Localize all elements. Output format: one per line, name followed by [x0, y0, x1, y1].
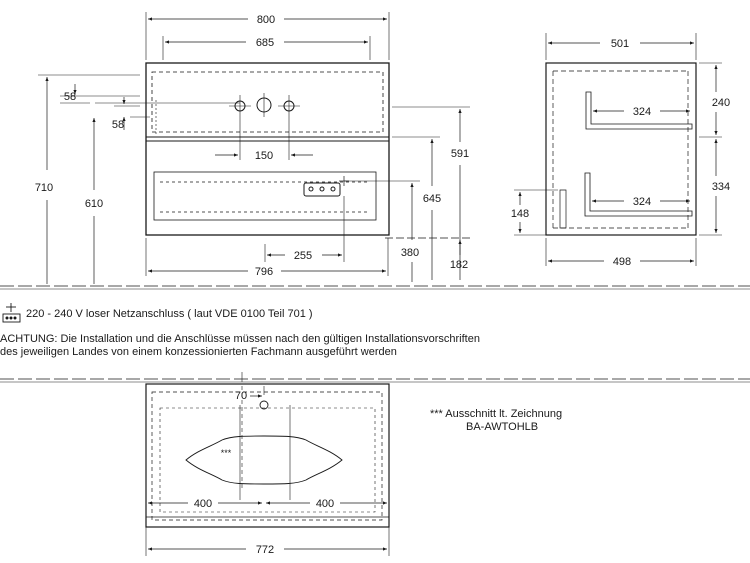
separator-lines: [0, 285, 750, 383]
dim-58-top: 58: [64, 91, 76, 103]
power-connection-icon: [2, 303, 21, 323]
dim-70: 70: [235, 390, 247, 402]
dim-255: 255: [294, 250, 312, 262]
dim-610: 610: [85, 198, 103, 210]
dim-501: 501: [611, 38, 629, 50]
top-view: [145, 372, 390, 556]
top-view-labels: 70 *** 400 400 772: [194, 390, 334, 556]
power-note: 220 - 240 V loser Netzanschluss ( laut V…: [26, 308, 313, 320]
dim-498: 498: [613, 256, 631, 268]
warning-line-2: des jeweiligen Landes von einem konzessi…: [0, 346, 397, 358]
dim-796: 796: [255, 266, 273, 278]
front-view-labels: 800 685 58 58 710 610 150 591 645 255 38…: [35, 14, 469, 278]
side-view-labels: 501 324 324 240 334 148 498: [511, 38, 730, 268]
warning-line-1: ACHTUNG: Die Installation und die Anschl…: [0, 333, 480, 345]
dim-324-top: 324: [633, 106, 651, 118]
dim-182: 182: [450, 259, 468, 271]
dim-685: 685: [256, 37, 274, 49]
dim-380: 380: [401, 247, 419, 259]
dim-800: 800: [257, 14, 275, 26]
dim-400-left: 400: [194, 498, 212, 510]
front-view: [38, 12, 470, 284]
dim-645: 645: [423, 193, 441, 205]
dim-58-bottom: 58: [112, 119, 124, 131]
dim-324-bottom: 324: [633, 196, 651, 208]
dim-400-right: 400: [316, 498, 334, 510]
dim-710: 710: [35, 182, 53, 194]
dim-334: 334: [712, 181, 730, 193]
dim-772: 772: [256, 544, 274, 556]
dim-150: 150: [255, 150, 273, 162]
dim-148: 148: [511, 208, 529, 220]
cutout-note-line-2: BA-AWTOHLB: [466, 421, 539, 433]
cutout-note-line-1: *** Ausschnitt lt. Zeichnung: [430, 408, 563, 420]
side-view: [514, 33, 722, 266]
cutout-marker: ***: [221, 448, 232, 458]
dim-591: 591: [451, 148, 469, 160]
dim-240: 240: [712, 97, 730, 109]
